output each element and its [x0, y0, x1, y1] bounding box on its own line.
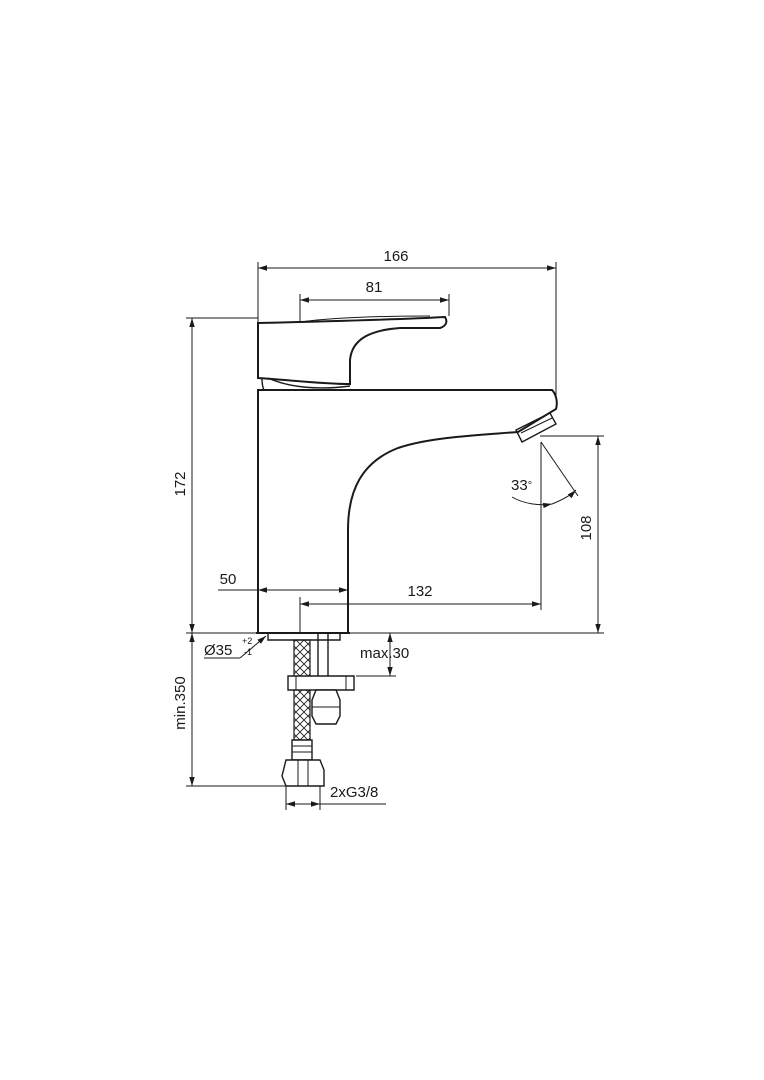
- dim-label-hole-diameter: Ø35: [204, 642, 232, 659]
- dim-hole-diameter: Ø35 +2 -1: [204, 635, 267, 659]
- dim-label-total-height: 172: [172, 471, 189, 496]
- dim-lever-width: 81: [299, 279, 450, 322]
- dim-hose-length: min.350: [172, 633, 286, 787]
- dim-max-deck: max.30: [356, 633, 409, 677]
- hose-coupling-nut: [281, 759, 325, 787]
- dim-label-outlet-height: 108: [578, 515, 595, 540]
- dim-label-hose-length: min.350: [172, 676, 189, 729]
- dim-total-height: 172: [172, 317, 258, 634]
- aerator: [515, 412, 557, 443]
- dim-label-overall-width: 166: [383, 248, 408, 265]
- lever-handle: [257, 315, 448, 386]
- dim-label-spout-angle: 33°: [511, 477, 532, 494]
- dim-outlet-height: 108: [350, 435, 604, 634]
- dim-label-connection: 2xG3/8: [330, 784, 378, 801]
- dim-label-reach: 132: [407, 583, 432, 600]
- faucet-outline: [256, 315, 558, 634]
- dim-reach: 132: [299, 442, 542, 633]
- dim-label-hole-tol-plus: +2: [242, 636, 252, 646]
- dim-label-body-offset: 50: [220, 571, 237, 588]
- fixing-bracket: [287, 675, 355, 691]
- dim-connection: 2xG3/8: [285, 784, 386, 810]
- dim-label-hole-tol-minus: -1: [244, 647, 252, 657]
- under-deck-assembly: [267, 633, 355, 787]
- dim-overall-width: 166: [257, 248, 557, 400]
- dim-label-lever-width: 81: [366, 279, 383, 296]
- dim-body-offset: 50: [218, 571, 348, 593]
- dim-spout-angle: 33°: [511, 441, 579, 509]
- dim-label-max-deck: max.30: [360, 645, 409, 662]
